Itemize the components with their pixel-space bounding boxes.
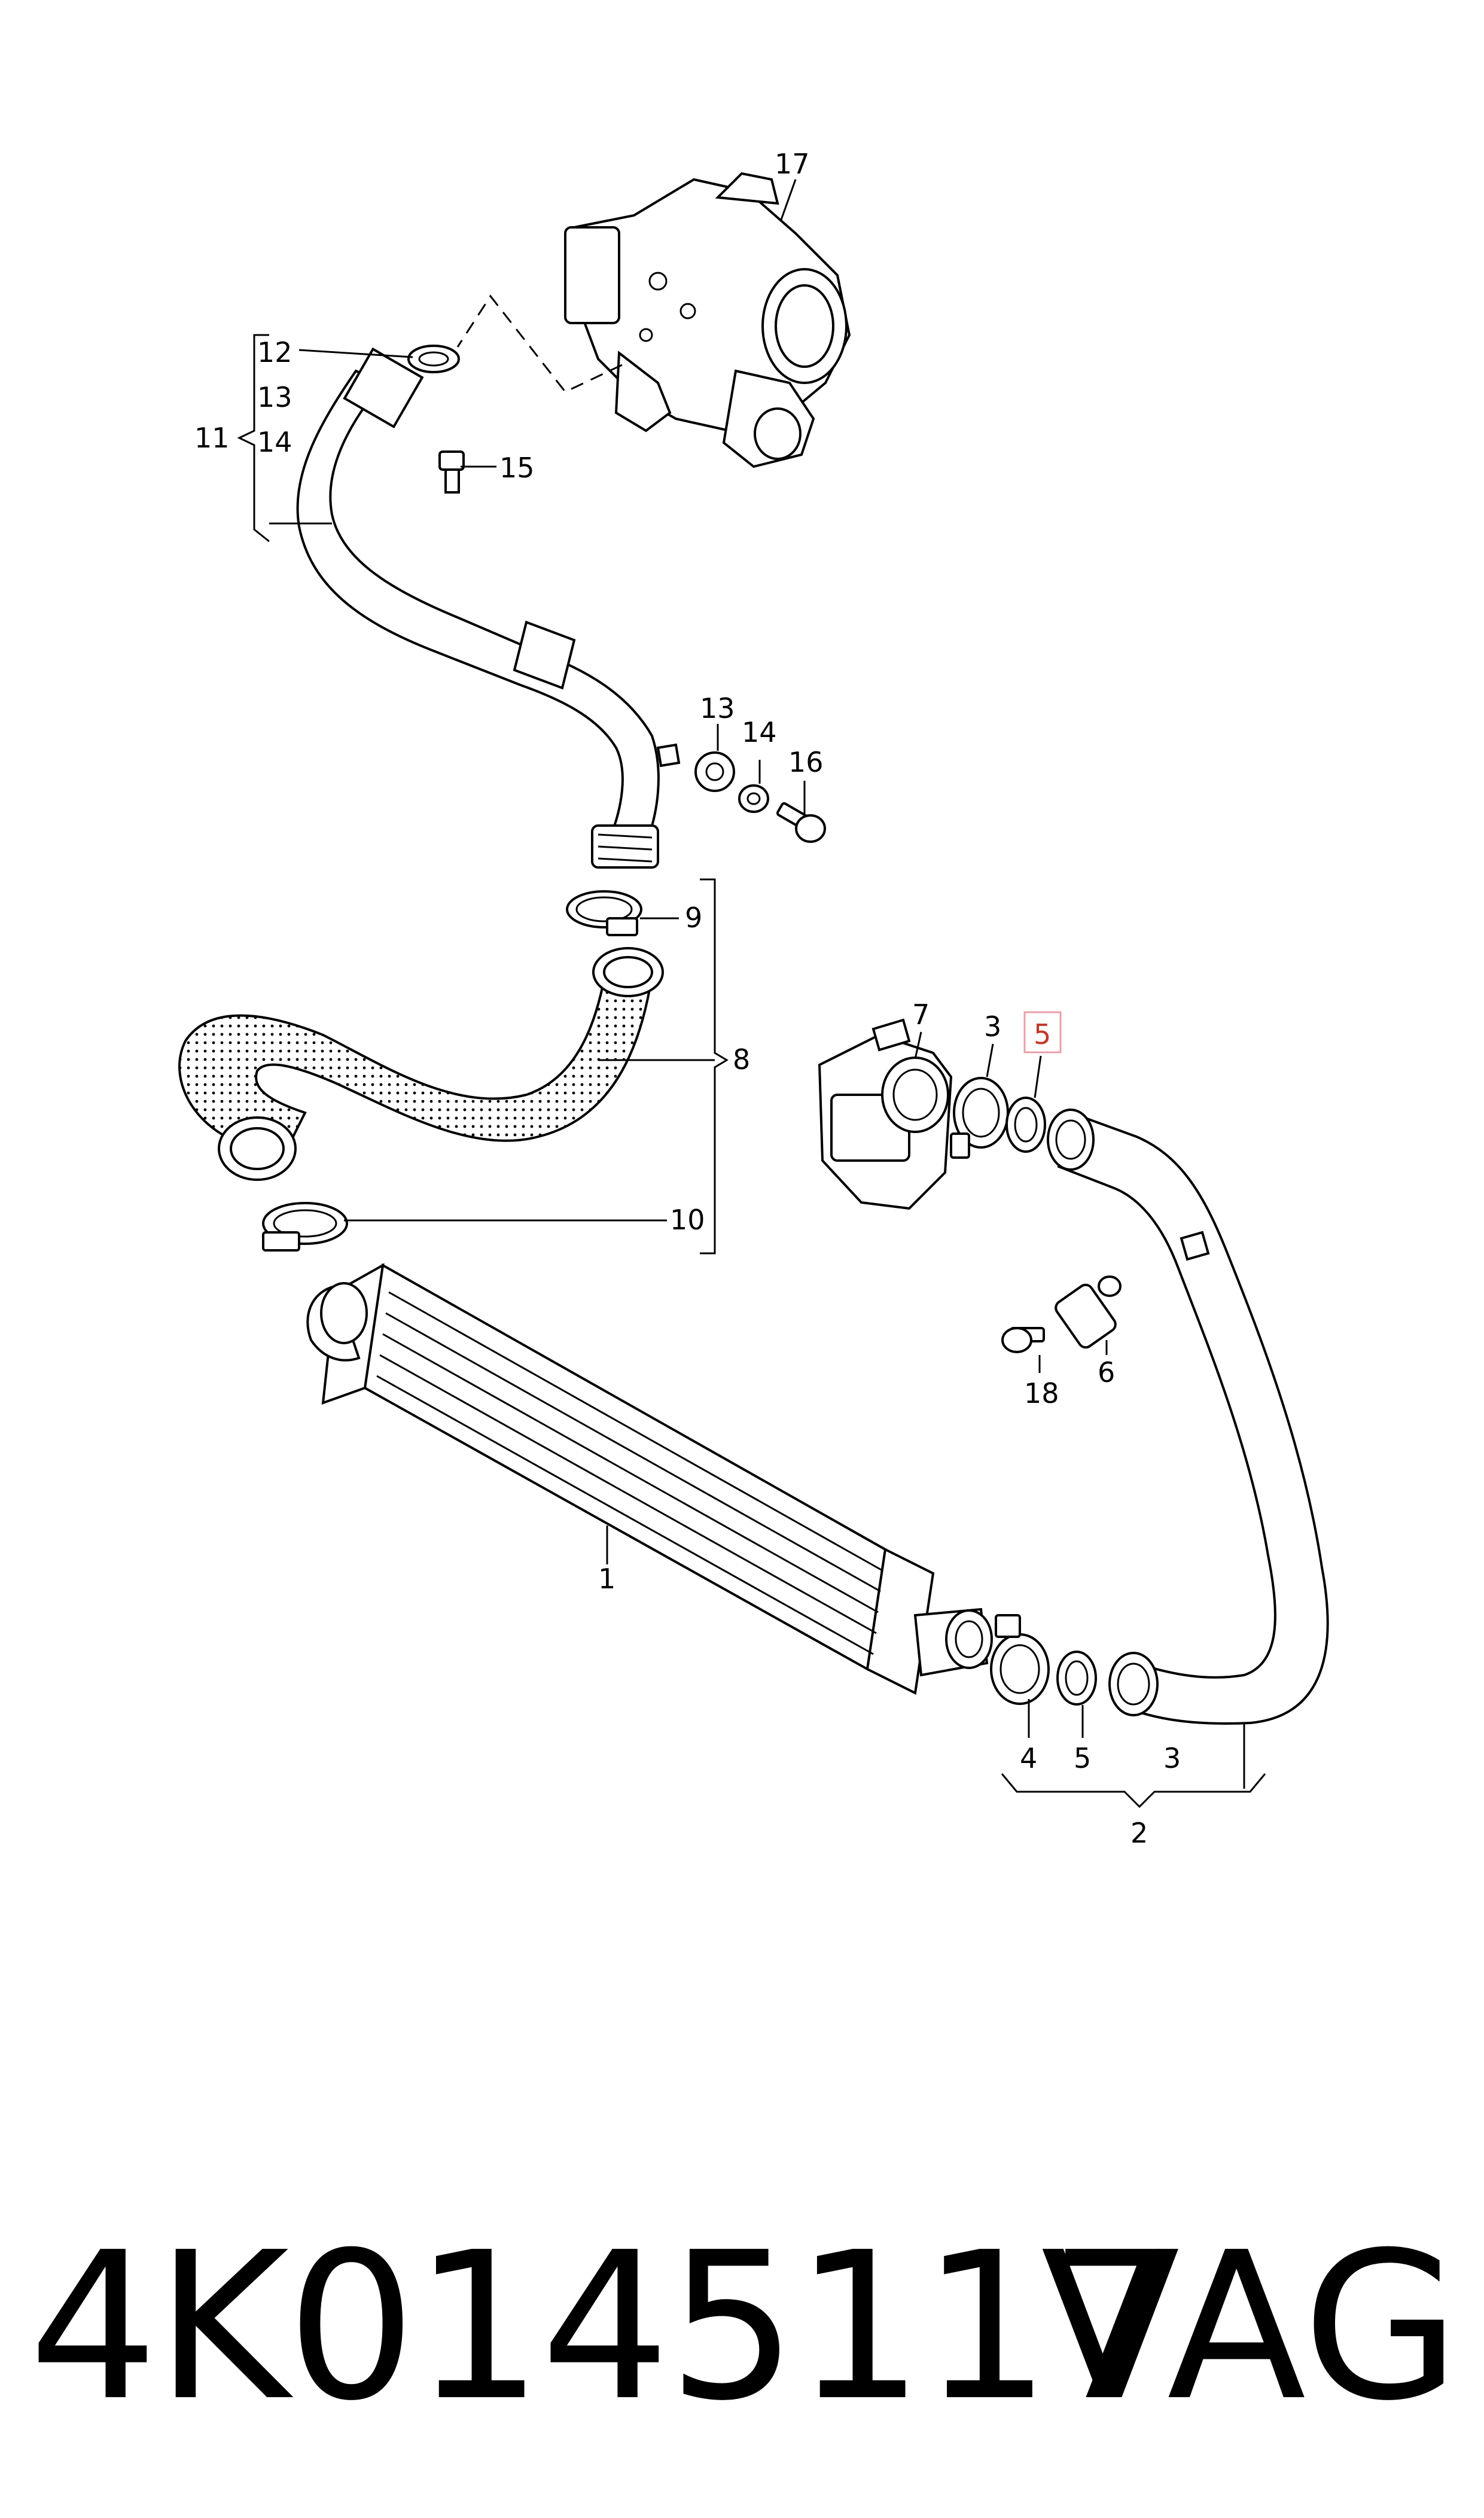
callout-5-lower: 5 (1074, 1742, 1091, 1774)
callout-10: 10 (670, 1204, 705, 1236)
callout-7: 7 (912, 998, 930, 1031)
middle-pressure-hose (178, 947, 664, 1181)
callout-labels: 17 12 13 11 14 15 13 14 16 9 8 10 1 7 3 … (194, 148, 1181, 1849)
seal-ring-5-upper (1005, 1097, 1046, 1153)
callout-18: 18 (1024, 1377, 1059, 1409)
callout-13-right: 13 (700, 692, 735, 724)
right-pressure-hose (1047, 1109, 1329, 1725)
callout-15: 15 (499, 452, 535, 484)
connection-dash-line (456, 294, 623, 393)
callout-17: 17 (775, 148, 810, 180)
turbocharger (564, 172, 851, 468)
bolt-15 (438, 450, 465, 494)
seal-ring-5-lower (1056, 1651, 1097, 1706)
callout-14: 14 (257, 426, 292, 458)
callout-6: 6 (1098, 1356, 1115, 1389)
part-number: 4K0145117 (29, 2209, 1178, 2446)
callout-11: 11 (194, 422, 230, 454)
callout-12: 12 (257, 336, 292, 369)
bolt-16 (776, 802, 826, 843)
hose-clamp-4 (990, 1614, 1050, 1705)
callout-4: 4 (1020, 1742, 1037, 1774)
bolt-18 (1001, 1327, 1045, 1353)
callout-16: 16 (788, 746, 824, 778)
pressure-sensor-6 (1055, 1275, 1122, 1349)
intercooler (306, 1263, 993, 1695)
leader-lines (237, 179, 1266, 1808)
hose-clamp-9 (566, 890, 642, 936)
callout-8: 8 (733, 1043, 750, 1076)
callout-5-highlighted: 5 (1034, 1018, 1051, 1051)
rubber-bush-13 (694, 751, 735, 792)
callout-1: 1 (598, 1563, 615, 1595)
callout-3-upper: 3 (984, 1010, 1001, 1043)
callout-3-lower: 3 (1163, 1742, 1181, 1774)
throttle-valve-unit (818, 1018, 953, 1210)
callout-2: 2 (1130, 1817, 1148, 1849)
callout-9: 9 (685, 902, 702, 934)
highlight-box (1023, 1011, 1062, 1054)
brand-name: VAG (1041, 2209, 1460, 2446)
callout-14-right: 14 (742, 716, 777, 748)
callout-13: 13 (257, 381, 292, 413)
gasket-ring (407, 345, 460, 373)
parts-diagram: 17 12 13 11 14 15 13 14 16 9 8 10 1 7 3 … (178, 148, 1329, 1849)
sleeve-14 (738, 784, 769, 813)
hose-clamp-10 (262, 1202, 348, 1252)
upper-pressure-hose (296, 347, 681, 869)
gasket-ring-inner (418, 351, 449, 367)
hose-clamp-3-upper (950, 1077, 1009, 1159)
